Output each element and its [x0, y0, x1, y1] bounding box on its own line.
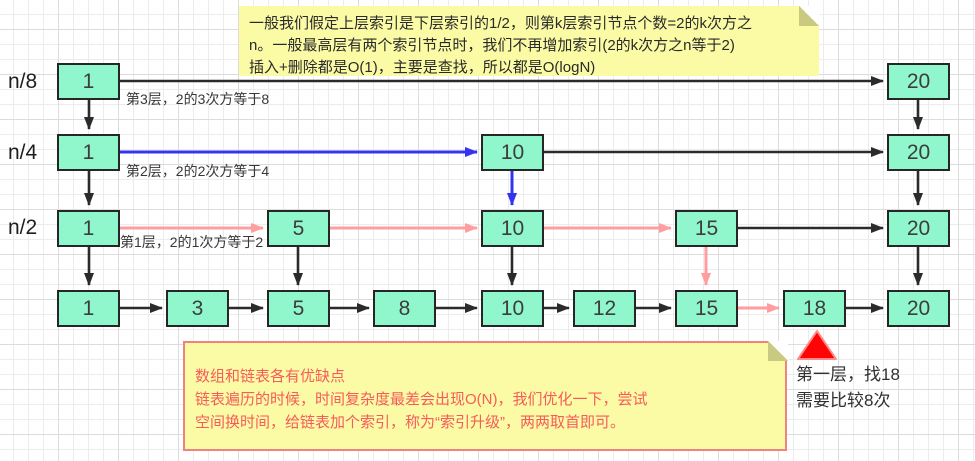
node-l0-5: 5: [267, 290, 330, 327]
node-l1-10: 10: [481, 210, 544, 247]
bottom-note: 数组和链表各有优缺点 链表遍历的时候，时间复杂度最差会出现O(N)，我们优化一下…: [183, 340, 788, 451]
top-note-line: 一般我们假定上层索引是下层索引的1/2，则第k层索引节点个数=2的k次方之: [249, 15, 752, 32]
caption-level2: 第2层，2的2次方等于4: [126, 163, 270, 179]
row-label-n4: n/4: [8, 141, 38, 164]
node-l3-1: 1: [57, 63, 120, 100]
node-l2-1: 1: [57, 134, 120, 171]
search-cost-line: 需要比较8次: [796, 391, 891, 410]
red-triangle-marker: [797, 330, 837, 360]
bottom-note-line: 数组和链表各有优缺点: [195, 368, 346, 385]
top-note-line: 插入+删除都是O(1)，主要是查找，所以都是O(logN): [249, 59, 596, 76]
node-l0-10: 10: [481, 290, 544, 327]
caption-level1: 第1层，2的1次方等于2: [120, 234, 264, 250]
node-l0-3: 3: [166, 290, 229, 327]
row-label-n2: n/2: [8, 216, 38, 239]
node-l0-12: 12: [573, 290, 636, 327]
node-l0-15: 15: [675, 290, 738, 327]
node-l0-1: 1: [57, 290, 120, 327]
node-l1-5: 5: [267, 210, 330, 247]
black-links: [84, 76, 923, 313]
bottom-note-line: 空间换时间，给链表加个索引，称为“索引升级”，两两取首即可。: [195, 414, 625, 431]
top-note-line: n。一般最高层有两个索引节点时，我们不再增加索引(2的k次方之n等于2): [249, 37, 735, 54]
node-l3-20: 20: [887, 63, 950, 100]
node-l2-20: 20: [887, 134, 950, 171]
row-label-n8: n/8: [8, 70, 38, 93]
search-cost-annotation: 第一层，找18 需要比较8次: [796, 362, 900, 414]
folded-corner-icon: [799, 6, 819, 26]
node-l0-20: 20: [887, 290, 950, 327]
caption-level3: 第3层，2的3次方等于8: [126, 91, 270, 107]
node-l0-8: 8: [373, 290, 436, 327]
folded-corner-icon: [767, 340, 788, 361]
node-l2-10: 10: [481, 134, 544, 171]
top-note: 一般我们假定上层索引是下层索引的1/2，则第k层索引节点个数=2的k次方之 n。…: [239, 6, 819, 76]
node-l0-18: 18: [783, 290, 846, 327]
search-cost-line: 第一层，找18: [796, 365, 900, 384]
node-l1-20: 20: [887, 210, 950, 247]
bottom-note-line: 链表遍历的时候，时间复杂度最差会出现O(N)，我们优化一下，尝试: [195, 391, 648, 408]
node-l1-15: 15: [675, 210, 738, 247]
node-l1-1: 1: [57, 210, 120, 247]
